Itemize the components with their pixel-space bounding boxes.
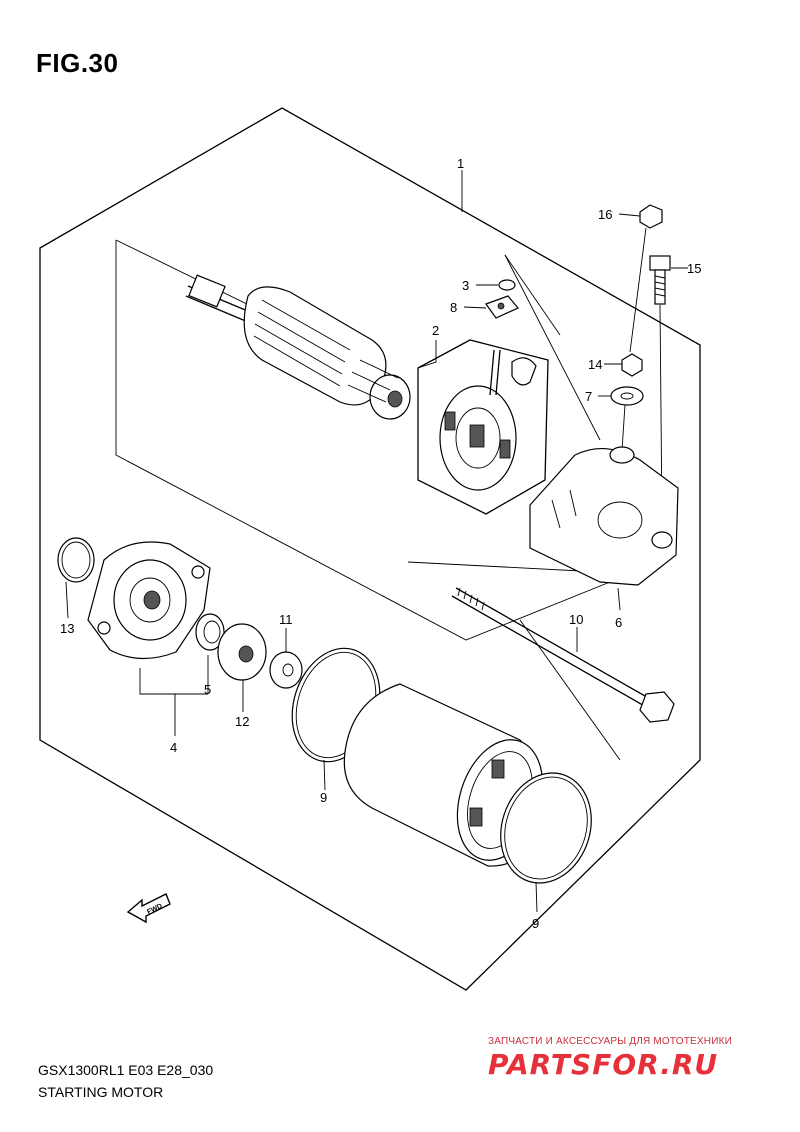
callout-12: 12 [235,714,249,729]
o-ring-13 [57,537,95,583]
bolt-15-head [649,255,671,271]
watermark-tagline: ЗАПЧАСТИ И АКСЕССУАРЫ ДЛЯ МОТОТЕХНИКИ [488,1036,733,1047]
inner-outline [115,240,616,641]
callout-10: 10 [569,612,583,627]
callout-14: 14 [588,357,602,372]
diagram-caption: STARTING MOTOR [38,1084,164,1100]
fwd-arrow: FWD [126,893,171,924]
callout-9-rear: 9 [532,916,539,931]
o-ring-9-rear [500,772,592,884]
callout-15: 15 [687,261,701,276]
callout-8: 8 [450,300,457,315]
through-bolt [451,587,675,723]
front-housing [87,541,211,660]
assembly-outline [39,107,701,991]
rear-end-cover [529,446,679,586]
figure-title: FIG.30 [36,48,119,78]
washer-11 [269,651,303,689]
callout-6: 6 [615,615,622,630]
model-code: GSX1300RL1 E03 E28_030 [38,1062,214,1078]
o-ring-3 [498,279,516,291]
nut-16 [639,204,663,229]
callout-13: 13 [60,621,74,636]
brush-holder [417,339,549,515]
callout-9-front: 9 [320,790,327,805]
bolt-15-shank [654,269,666,305]
callout-5: 5 [204,682,211,697]
callout-4: 4 [170,740,177,755]
callout-16: 16 [598,207,612,222]
callout-3: 3 [462,278,469,293]
callout-11: 11 [279,612,293,627]
callout-1: 1 [457,156,464,171]
armature [185,274,411,420]
callout-2: 2 [432,323,439,338]
watermark-logo: PARTSFOR.RU [488,1048,719,1081]
nut-14 [621,353,643,377]
callout-7: 7 [585,389,592,404]
washer-7 [610,386,644,406]
